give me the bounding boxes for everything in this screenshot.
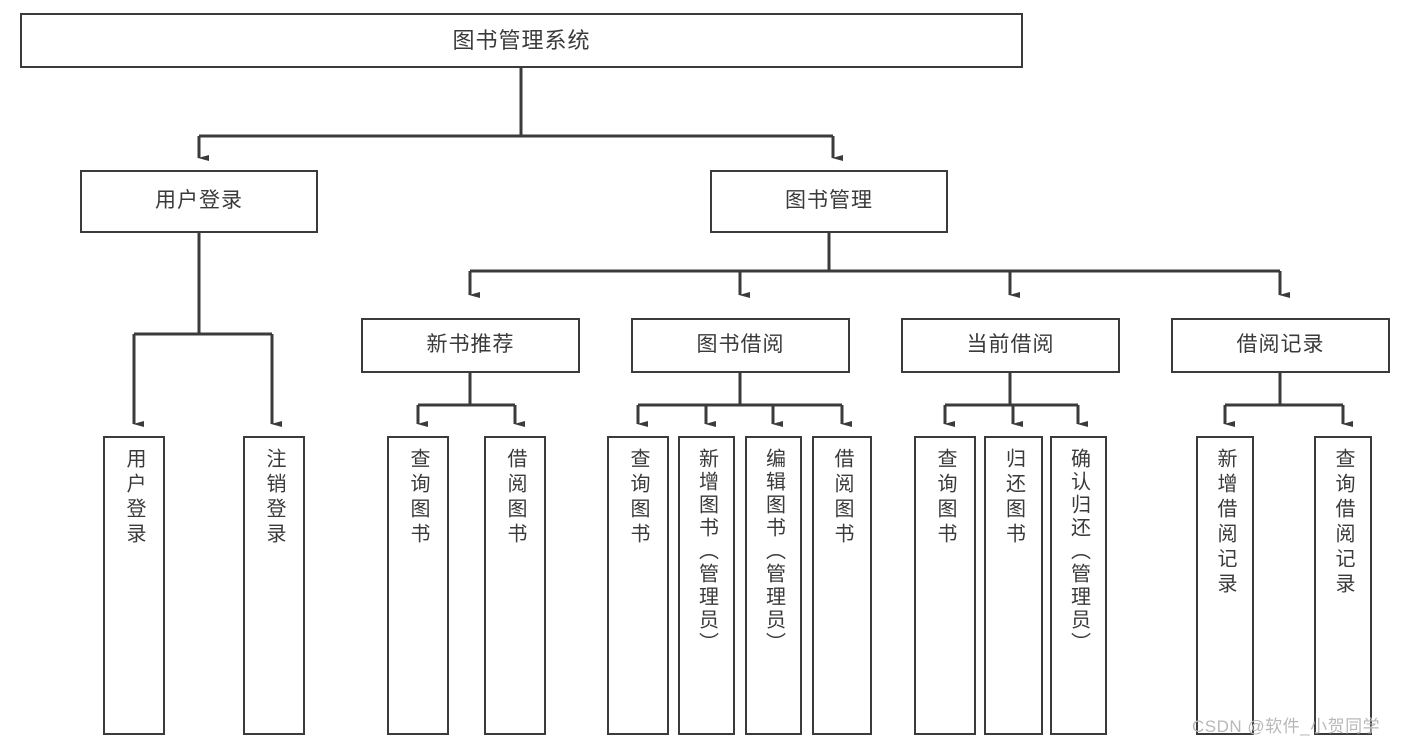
node-borrow-record-label: 借阅记录 [1236, 333, 1325, 357]
node-root[interactable]: 图书管理系统 [20, 13, 1023, 68]
leaf-borrow-book-1[interactable]: 借阅图书 [484, 436, 546, 735]
leaf-user-logout-label: 注销登录 [263, 448, 285, 548]
leaf-query-book-2-label: 查询图书 [627, 448, 649, 548]
node-book-borrow[interactable]: 图书借阅 [631, 318, 850, 373]
node-book-manage-label: 图书管理 [785, 189, 873, 213]
node-book-manage[interactable]: 图书管理 [710, 170, 948, 233]
node-current-borrow-label: 当前借阅 [966, 333, 1055, 357]
leaf-user-logout[interactable]: 注销登录 [243, 436, 305, 735]
leaf-edit-book-label: 编辑图书（管理员） [762, 448, 785, 655]
node-book-borrow-label: 图书借阅 [696, 333, 785, 357]
leaf-user-login-label: 用户登录 [123, 448, 145, 548]
leaf-borrow-book-2-label: 借阅图书 [831, 448, 853, 548]
leaf-add-borrow-record-label: 新增借阅记录 [1214, 448, 1236, 598]
leaf-borrow-book-2[interactable]: 借阅图书 [812, 436, 872, 735]
leaf-query-book-3[interactable]: 查询图书 [914, 436, 976, 735]
node-user-login-label: 用户登录 [155, 189, 243, 213]
leaf-add-book-label: 新增图书（管理员） [695, 448, 718, 655]
node-user-login[interactable]: 用户登录 [80, 170, 318, 233]
leaf-borrow-book-1-label: 借阅图书 [504, 448, 526, 548]
leaf-return-book[interactable]: 归还图书 [984, 436, 1043, 735]
leaf-query-book-1-label: 查询图书 [407, 448, 429, 548]
leaf-query-book-3-label: 查询图书 [934, 448, 956, 548]
node-current-borrow[interactable]: 当前借阅 [901, 318, 1120, 373]
leaf-confirm-return[interactable]: 确认归还（管理员） [1050, 436, 1107, 735]
node-root-label: 图书管理系统 [452, 27, 591, 53]
leaf-query-book-1[interactable]: 查询图书 [387, 436, 449, 735]
leaf-query-book-2[interactable]: 查询图书 [607, 436, 669, 735]
leaf-add-borrow-record[interactable]: 新增借阅记录 [1196, 436, 1254, 735]
leaf-query-borrow-record-label: 查询借阅记录 [1332, 448, 1354, 598]
leaf-query-borrow-record[interactable]: 查询借阅记录 [1314, 436, 1372, 735]
leaf-return-book-label: 归还图书 [1002, 448, 1025, 548]
node-new-book-recommend[interactable]: 新书推荐 [361, 318, 580, 373]
leaf-edit-book[interactable]: 编辑图书（管理员） [745, 436, 802, 735]
csdn-watermark: CSDN @软件_小贺同学 [1192, 717, 1381, 736]
node-new-book-recommend-label: 新书推荐 [426, 333, 515, 357]
leaf-confirm-return-label: 确认归还（管理员） [1067, 448, 1090, 655]
leaf-add-book[interactable]: 新增图书（管理员） [678, 436, 735, 735]
node-borrow-record[interactable]: 借阅记录 [1171, 318, 1390, 373]
leaf-user-login[interactable]: 用户登录 [103, 436, 165, 735]
